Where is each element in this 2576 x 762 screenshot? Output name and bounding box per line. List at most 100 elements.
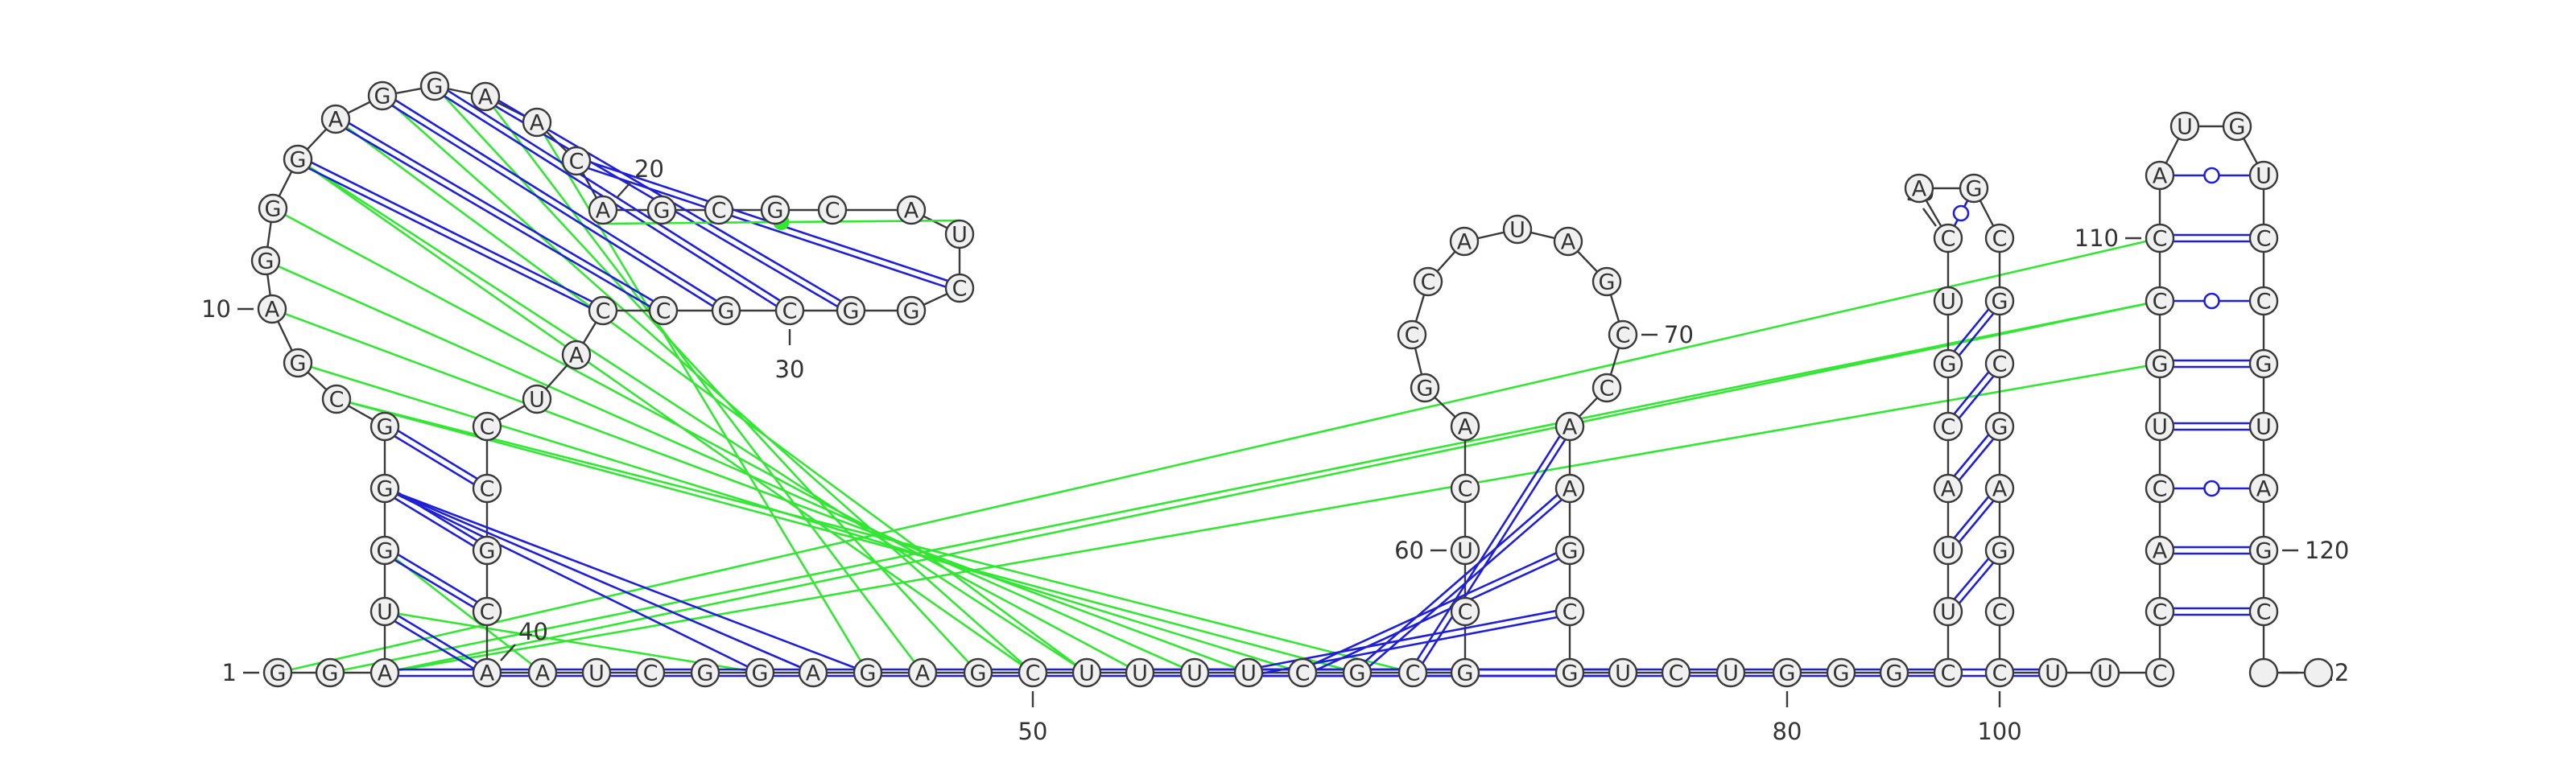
nucleotide-circle xyxy=(1984,596,2015,627)
nucleotide-circle xyxy=(1984,535,2015,566)
nucleotide: A xyxy=(1449,226,1480,257)
nucleotide-circle xyxy=(896,195,927,225)
nucleotide-circle xyxy=(896,295,927,326)
nucleotide: U xyxy=(1715,657,1746,688)
nucleotide-letter: U xyxy=(1615,661,1631,686)
nucleotide-circle xyxy=(2145,286,2175,316)
canonical-pair-line xyxy=(1416,435,1561,661)
nucleotide-letter: G xyxy=(377,539,394,564)
nucleotide: G xyxy=(690,657,720,688)
nucleotide-circle xyxy=(648,295,679,326)
nucleotide-letter: C xyxy=(1941,661,1956,686)
canonical-pair-line xyxy=(311,161,593,303)
nucleotide-letter: C xyxy=(1941,227,1956,252)
nucleotide: U xyxy=(1933,596,1963,627)
canonical-pair-line xyxy=(391,105,714,307)
nucleotide-letter: A xyxy=(1941,477,1956,502)
pseudoknot-line xyxy=(272,207,1141,674)
nucleotide-circle xyxy=(1179,657,1210,688)
nucleotide-letter: C xyxy=(1026,661,1041,686)
nucleotide-letter: A xyxy=(478,85,493,110)
nucleotide-circle xyxy=(369,411,400,442)
nucleotide-letter: C xyxy=(480,477,495,502)
nucleotide: C xyxy=(2145,473,2175,504)
nucleotide: U xyxy=(944,219,975,249)
nucleotide: C xyxy=(1450,473,1480,504)
nucleotide: A xyxy=(527,657,558,688)
nucleotide: G xyxy=(1826,657,1856,688)
nucleotide-letter: U xyxy=(2256,164,2272,189)
nucleotide: C xyxy=(472,596,502,627)
canonical-pair-line xyxy=(1953,371,1990,415)
nucleotide-letter: C xyxy=(2256,600,2272,625)
nucleotide-circle xyxy=(369,535,400,566)
nucleotide-letter: A xyxy=(328,108,344,133)
nucleotide-letter: G xyxy=(970,661,987,686)
nucleotide: C xyxy=(1661,657,1691,688)
position-label: 40 xyxy=(518,618,548,645)
nucleotide-circle xyxy=(369,596,400,627)
nucleotide-circle xyxy=(369,657,400,688)
nucleotide: C xyxy=(1287,657,1318,688)
nucleotide-circle xyxy=(1450,411,1480,442)
nucleotide-circle xyxy=(522,384,552,414)
canonical-pair-line xyxy=(1958,438,1995,481)
nucleotide: G xyxy=(419,71,450,101)
nucleotide-circle xyxy=(321,384,352,414)
nucleotide-letter: U xyxy=(1940,290,1956,315)
nucleotide-circle xyxy=(1410,373,1440,403)
canonical-pair-line xyxy=(308,167,590,309)
position-tick xyxy=(1922,208,1937,227)
nucleotide-circle xyxy=(522,107,552,138)
canonical-pair-line xyxy=(447,89,781,302)
nucleotide-circle xyxy=(2145,473,2175,504)
nucleotide-letter: A xyxy=(530,111,545,136)
canonical-pair-line xyxy=(588,167,947,288)
canonical-pair-line xyxy=(1261,609,1556,669)
nucleotide-circle xyxy=(2248,160,2279,191)
nucleotide: U xyxy=(1233,657,1264,688)
nucleotide-letter: A xyxy=(2256,477,2272,502)
nucleotide-circle xyxy=(250,245,281,276)
nucleotide: A xyxy=(2145,160,2175,191)
nucleotide-circle xyxy=(690,657,720,688)
nucleotide: A xyxy=(896,195,927,225)
nucleotide: C xyxy=(321,384,352,414)
nucleotide-letter: C xyxy=(1563,600,1578,625)
pseudoknot-interactions xyxy=(265,85,2161,674)
nucleotide: U xyxy=(1179,657,1210,688)
nucleotide-circle xyxy=(760,195,791,225)
nucleotide-circle xyxy=(283,144,313,175)
nucleotide: G xyxy=(367,80,398,111)
nucleotide: C xyxy=(2248,596,2279,627)
nucleotide-circle xyxy=(1933,286,1963,316)
nucleotide: U xyxy=(522,384,552,414)
nucleotide: A xyxy=(1984,473,2015,504)
nucleotide-circle xyxy=(1397,657,1428,688)
nucleotide-circle xyxy=(320,104,351,134)
nucleotide-circle xyxy=(2145,160,2175,191)
nucleotide-letter: A xyxy=(1912,177,1927,202)
nucleotide-circle xyxy=(588,295,618,326)
nucleotide-letter: C xyxy=(329,388,345,413)
nucleotide: U xyxy=(2248,160,2279,191)
nucleotide: C xyxy=(1608,319,1638,350)
nucleotide-letter: A xyxy=(1561,230,1576,255)
nucleotide-circle xyxy=(2037,657,2068,688)
long-range-pair xyxy=(384,487,761,674)
nucleotide-letter: G xyxy=(374,84,391,109)
nucleotide-letter: G xyxy=(1992,290,2008,315)
nucleotide: G xyxy=(472,535,502,566)
position-label: 120 xyxy=(2305,537,2349,564)
nucleotide-circle xyxy=(1959,173,1989,204)
nucleotide: C xyxy=(2145,657,2175,688)
nucleotide: A xyxy=(1554,473,1585,504)
nucleotide: U xyxy=(2145,411,2175,442)
nucleotide-circle xyxy=(2222,111,2252,142)
nucleotide-circle xyxy=(1591,373,1622,403)
nucleotide: A xyxy=(798,657,828,688)
nucleotide-circle xyxy=(1449,226,1480,257)
position-label: 80 xyxy=(1773,718,1802,745)
nucleotide-circle xyxy=(1984,286,2015,316)
nucleotide: G xyxy=(1984,286,2015,316)
